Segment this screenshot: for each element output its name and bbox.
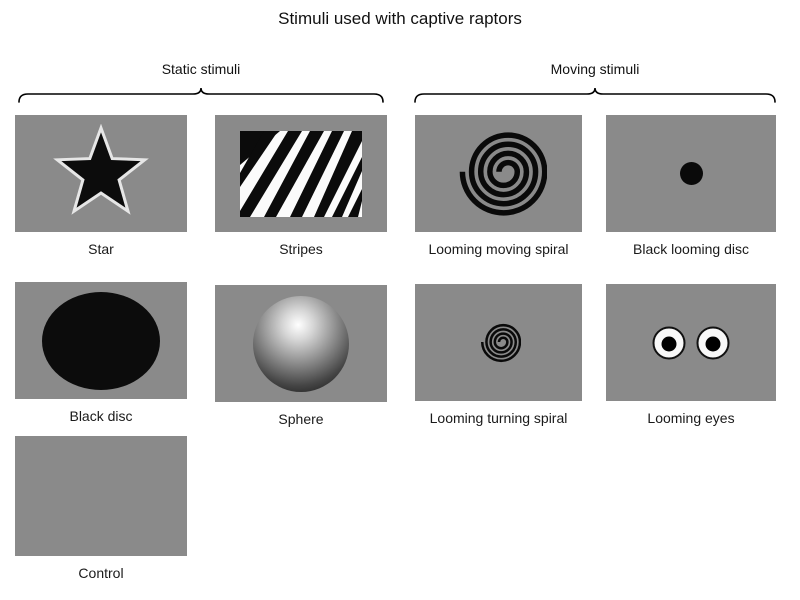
sphere-icon — [253, 295, 349, 392]
looming-turning-spiral-stimulus-image — [415, 284, 582, 401]
group-label-moving: Moving stimuli — [550, 61, 640, 77]
panel-stripes: Stripes — [215, 115, 387, 257]
stripes-stimulus-image — [215, 115, 387, 232]
looming-turning-spiral-icon — [480, 323, 521, 362]
panel-sphere: Sphere — [215, 285, 387, 427]
group-label-static: Static stimuli — [161, 61, 241, 77]
panel-caption: Looming moving spiral — [428, 241, 569, 257]
panel-looming-moving-spiral: Looming moving spiral — [415, 115, 582, 257]
panel-caption: Stripes — [279, 241, 323, 257]
panel-caption: Looming eyes — [647, 410, 735, 426]
panel-caption: Black looming disc — [633, 241, 749, 257]
looming-moving-spiral-stimulus-image — [415, 115, 582, 232]
static-group-brace — [18, 87, 384, 103]
panel-caption: Control — [78, 565, 124, 581]
panel-star: Star — [15, 115, 187, 257]
panel-control: Control — [15, 436, 187, 581]
panel-looming-turning-spiral: Looming turning spiral — [415, 284, 582, 426]
panel-black-disc: Black disc — [15, 282, 187, 424]
panel-caption: Looming turning spiral — [429, 410, 568, 426]
panel-black-looming-disc: Black looming disc — [606, 115, 776, 257]
stripes-icon — [240, 130, 362, 217]
black-looming-disc-stimulus-image — [606, 115, 776, 232]
black-disc-stimulus-image — [15, 282, 187, 399]
looming-eyes-stimulus-image — [606, 284, 776, 401]
looming-eyes-icon — [652, 326, 730, 359]
panel-caption: Sphere — [278, 411, 324, 427]
figure-title: Stimuli used with captive raptors — [278, 9, 522, 28]
black-disc-icon — [42, 291, 160, 390]
star-icon — [53, 123, 149, 215]
looming-moving-spiral-icon — [459, 131, 547, 216]
panel-caption: Star — [88, 241, 114, 257]
sphere-stimulus-image — [215, 285, 387, 402]
star-stimulus-image — [15, 115, 187, 232]
control-blank-stimulus-image — [15, 436, 187, 556]
moving-group-brace — [414, 87, 776, 103]
panel-caption: Black disc — [69, 408, 133, 424]
panel-looming-eyes: Looming eyes — [606, 284, 776, 426]
black-looming-disc-icon — [679, 162, 703, 185]
